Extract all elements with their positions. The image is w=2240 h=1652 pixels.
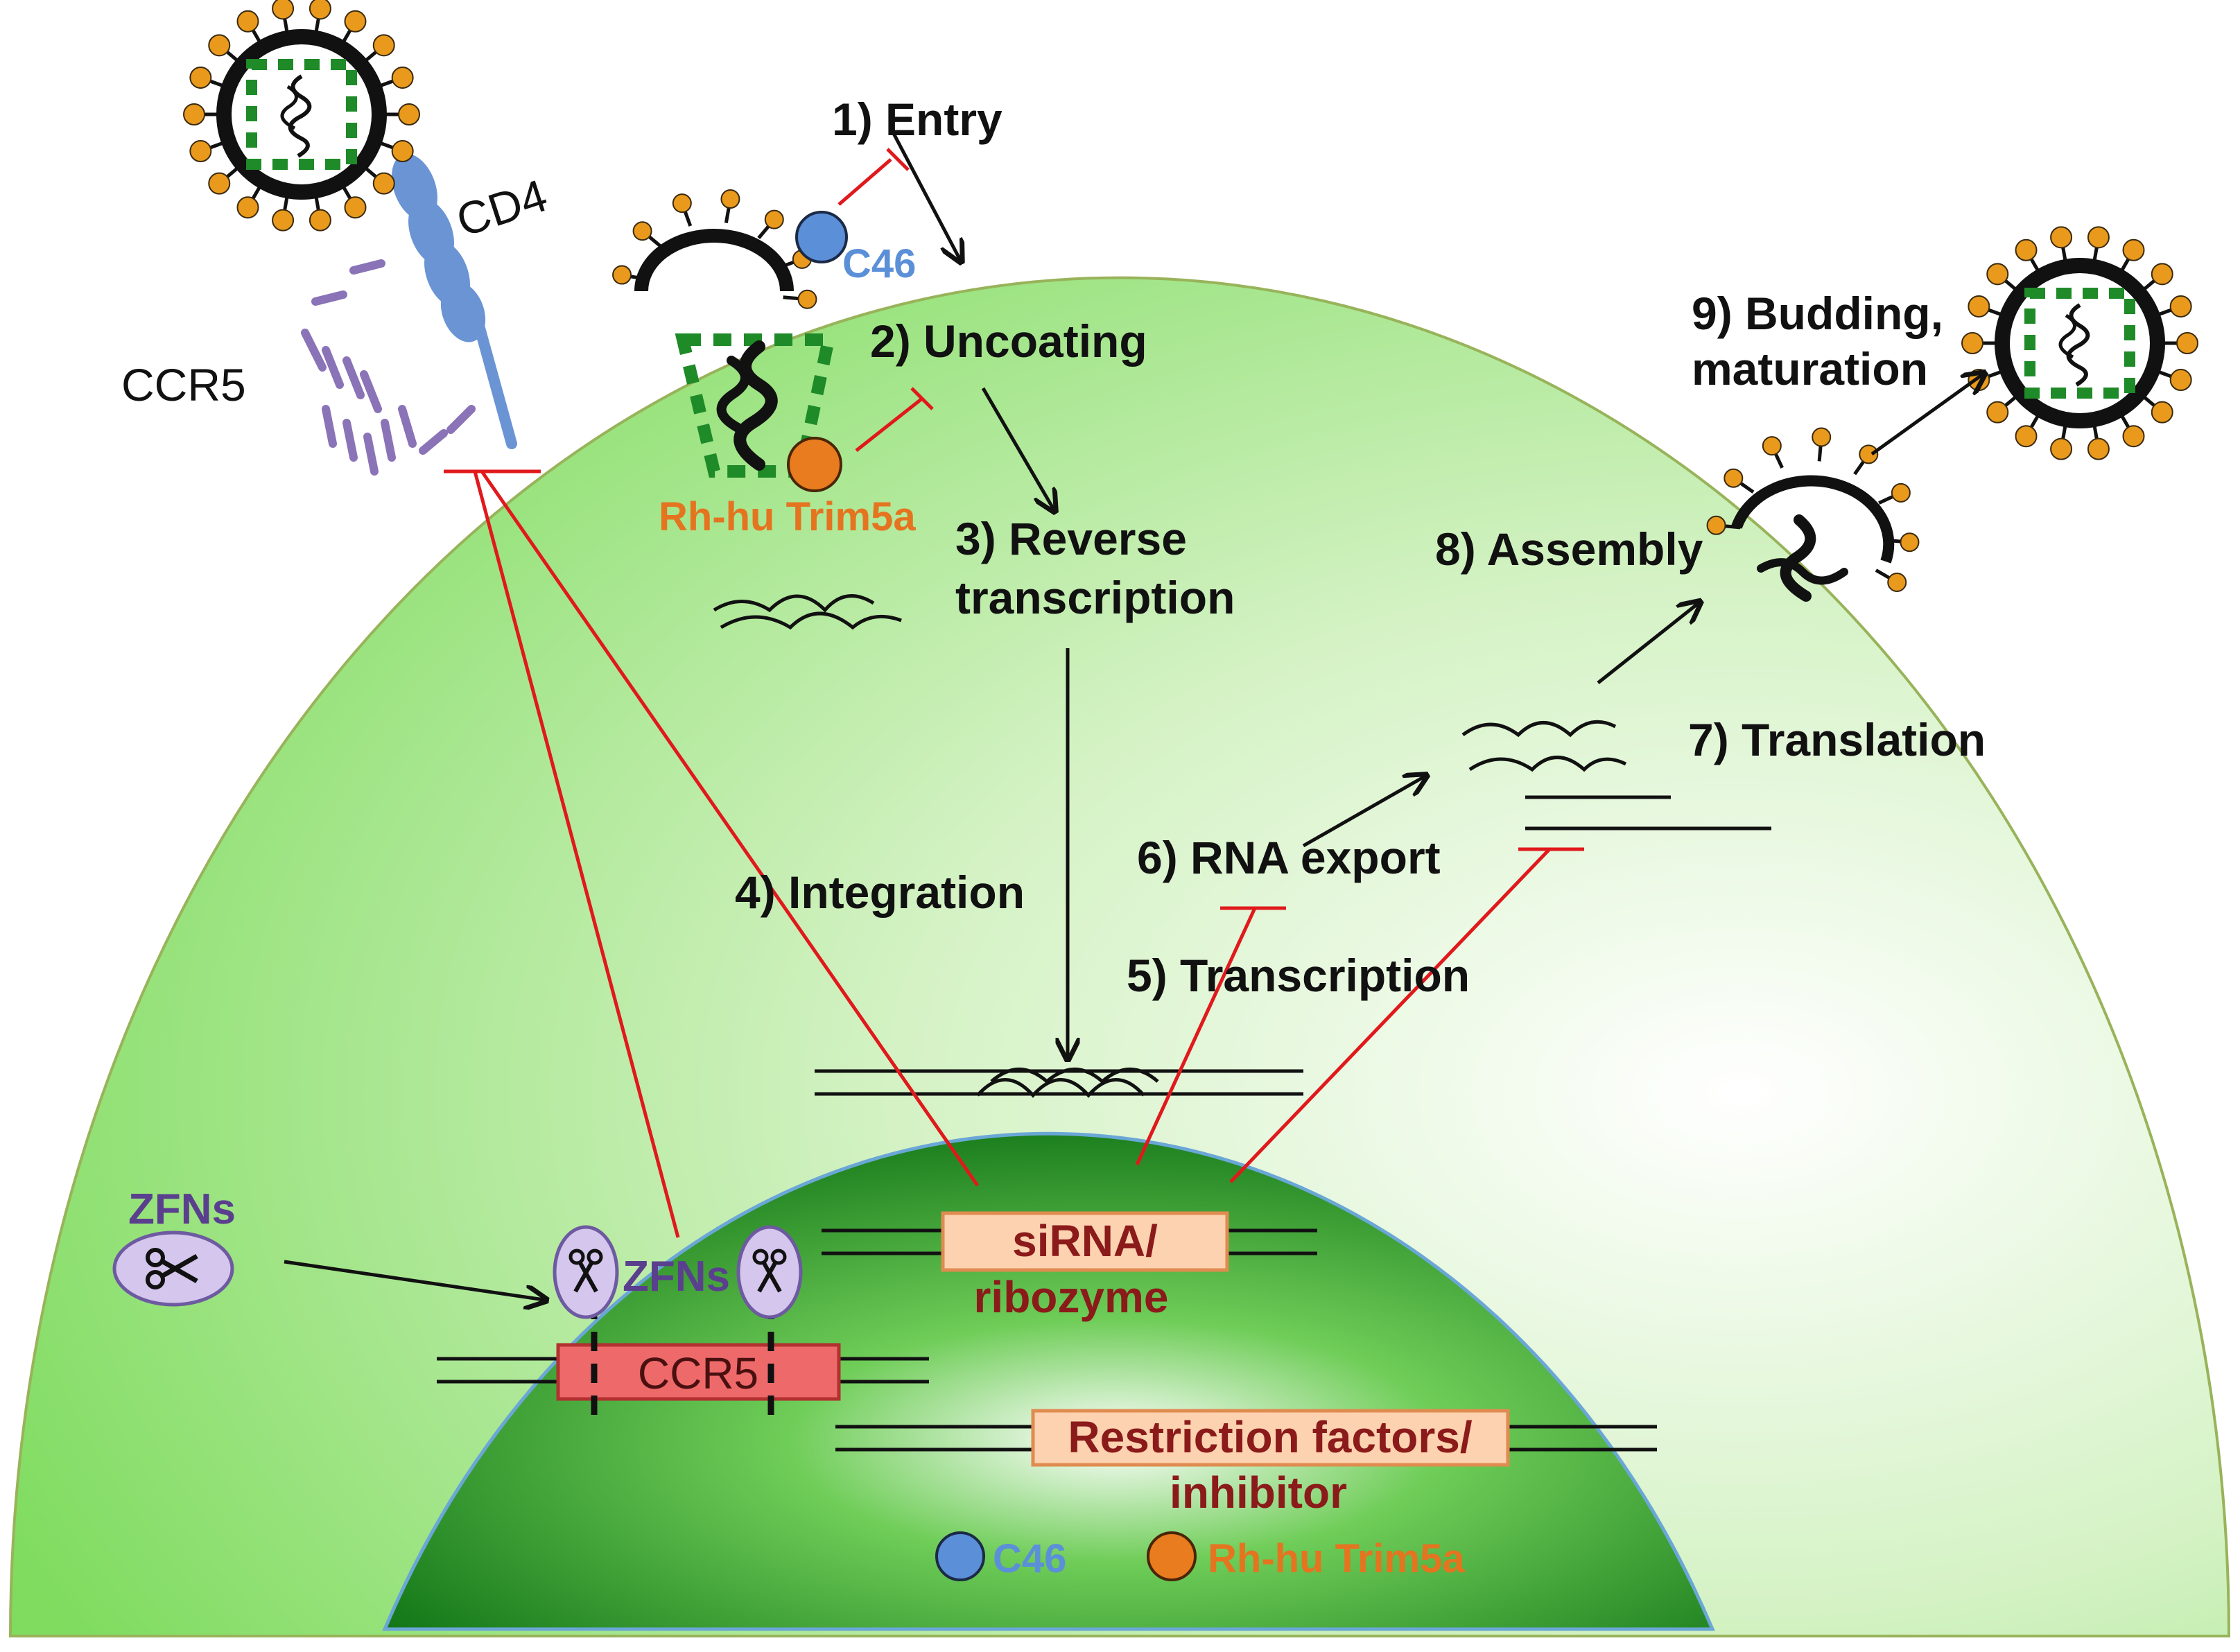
zfn-protein-icon (112, 1231, 234, 1307)
inhibition-bar-icon (855, 397, 923, 452)
sirna-label: siRNA/ (1012, 1216, 1158, 1266)
scissors-icon (752, 1249, 787, 1293)
ribozyme-label: ribozyme (974, 1272, 1169, 1322)
translation-rna-icon (1461, 720, 1771, 831)
inhibition-bar-icon (473, 471, 680, 1238)
trim5a-icon (787, 437, 842, 492)
legend-trim5a-icon (1147, 1531, 1197, 1581)
ccr5-receptor-label: CCR5 (121, 359, 246, 410)
scissors-icon (146, 1248, 198, 1289)
hiv-virion-icon (1961, 226, 2198, 460)
c46-label: C46 (842, 241, 916, 286)
cd4-label: CD4 (450, 169, 553, 246)
reverse-transcription-dna-icon (713, 594, 902, 630)
step-budding-label: 9) Budding, (1692, 288, 1943, 339)
arrow-icon (1597, 603, 1699, 684)
legend-c46-icon (935, 1531, 985, 1581)
step-integration-label: 4) Integration (735, 867, 1025, 918)
arrow-icon (284, 1260, 544, 1300)
inhibition-bar-icon (1135, 907, 1257, 1166)
zfn-right-icon (736, 1225, 803, 1319)
legend-trim5a-label: Rh-hu Trim5a (1208, 1536, 1465, 1581)
restriction-factors-box (1031, 1409, 1510, 1467)
trim5a-label: Rh-hu Trim5a (659, 494, 916, 539)
zfns-outside-label: ZFNs (128, 1185, 236, 1233)
arrow-icon (981, 387, 1054, 510)
zfn-left-icon (553, 1225, 619, 1319)
arrow-icon (1870, 374, 1983, 456)
ccr5-gene-label: CCR5 (638, 1348, 758, 1398)
step-reverse-label: 3) Reverse (955, 513, 1187, 564)
entering-virion-icon (612, 189, 817, 309)
legend: C46 Rh-hu Trim5a (935, 1531, 1465, 1581)
step-uncoating-label: 2) Uncoating (870, 315, 1147, 367)
inhibition-lines (444, 148, 1584, 1238)
step-assembly-label: 8) Assembly (1435, 523, 1703, 575)
inhibition-bar-icon (1229, 848, 1551, 1183)
scissors-icon (568, 1249, 603, 1293)
inhibition-bar-icon (480, 470, 980, 1187)
step-entry-label: 1) Entry (832, 94, 1002, 145)
zfns-inside-label: ZFNs (623, 1253, 730, 1301)
step-transcription-label: 5) Transcription (1127, 950, 1470, 1001)
cell-nucleus (382, 1131, 1715, 1631)
c46-peptide-icon (795, 211, 848, 263)
hiv-virion-icon (183, 0, 420, 232)
inhibitor-label: inhibitor (1170, 1468, 1347, 1518)
arrow-icon (1302, 776, 1425, 848)
ccr5-receptor (301, 259, 476, 476)
ccr5-gene-box (556, 1343, 841, 1401)
step-maturation-label: maturation (1692, 343, 1928, 394)
arrow-icon (889, 127, 960, 260)
inhibition-bar-icon (837, 158, 892, 206)
step-rna-export-label: 6) RNA export (1137, 832, 1441, 883)
step-translation-label: 7) Translation (1688, 714, 1986, 765)
cd4-receptor (392, 153, 517, 449)
process-arrows (284, 127, 1983, 1300)
assembly-virion-icon (1706, 427, 1920, 602)
legend-c46-label: C46 (993, 1536, 1066, 1581)
sirna-ribozyme-box (941, 1211, 1229, 1272)
zfn-cut-sites (591, 1300, 774, 1418)
restriction-factors-label: Restriction factors/ (1068, 1412, 1472, 1462)
step-reverse-transcription-label: transcription (955, 572, 1235, 623)
